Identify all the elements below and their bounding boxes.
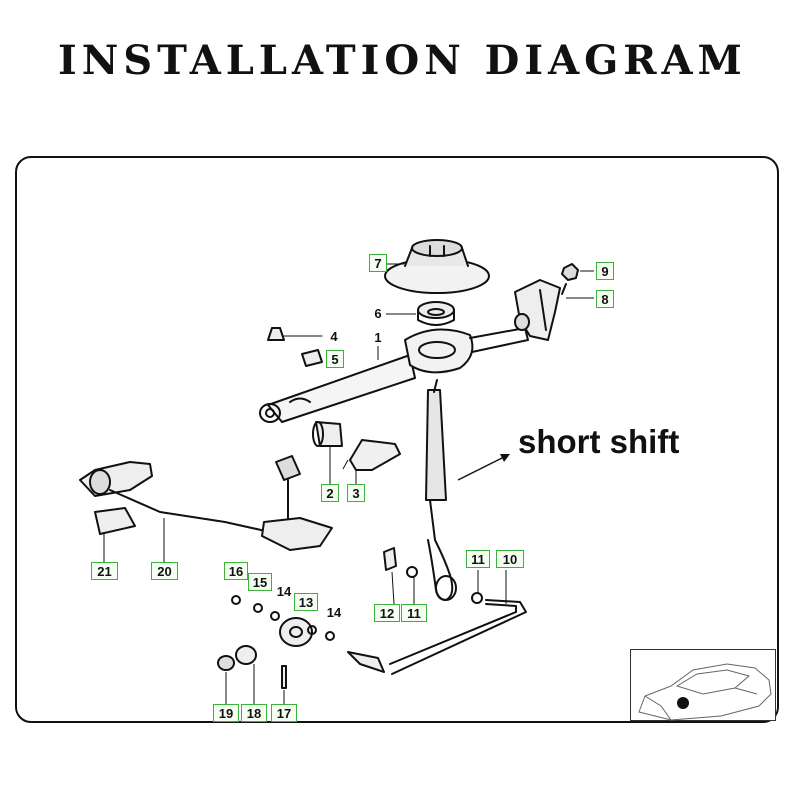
selector-rod [347,599,527,675]
part-label-10: 10 [496,550,524,568]
leader-lines [103,263,594,704]
part-label-1: 1 [374,330,382,345]
part-label-12: 12 [374,604,400,622]
part-label-20: 20 [151,562,178,580]
shifter-location-marker [677,697,689,709]
callout-arrow [457,454,510,481]
part-label-5: 5 [326,350,344,368]
part-label-14-upper: 14 [276,584,292,599]
part-label-19: 19 [213,704,239,722]
part-label-15: 15 [248,573,272,591]
part-label-6: 6 [374,306,382,321]
part-label-18: 18 [241,704,267,722]
part-label-11-lower: 11 [401,604,427,622]
part-label-14-lower: 14 [326,605,342,620]
car-outline-icon [638,663,772,721]
part-label-3: 3 [347,484,365,502]
nut [561,263,579,295]
mounting-bracket [514,279,561,341]
key-assembly [261,455,333,551]
part-label-11-upper: 11 [466,550,490,568]
part-label-4: 4 [330,329,338,344]
shift-boot [384,239,490,294]
vehicle-location-inset [630,649,776,721]
part-label-9: 9 [596,262,614,280]
retaining-clip [301,349,323,367]
pivot-bushing [312,421,343,447]
support-bracket [349,439,401,471]
part-label-17: 17 [271,704,297,722]
part-label-21: 21 [91,562,118,580]
diagram-title: INSTALLATION DIAGRAM [58,37,747,84]
part-label-7: 7 [369,254,387,272]
shift-lever [425,379,457,601]
part-label-16: 16 [224,562,248,580]
small-hardware [217,547,483,689]
clip [267,327,285,341]
part-label-8: 8 [596,290,614,308]
part-label-13: 13 [294,593,318,611]
short-shift-callout: short shift [518,423,680,460]
diagram-frame [15,156,779,723]
part-label-2: 2 [321,484,339,502]
bushing [417,301,455,326]
shift-lever-bracket [259,327,529,423]
